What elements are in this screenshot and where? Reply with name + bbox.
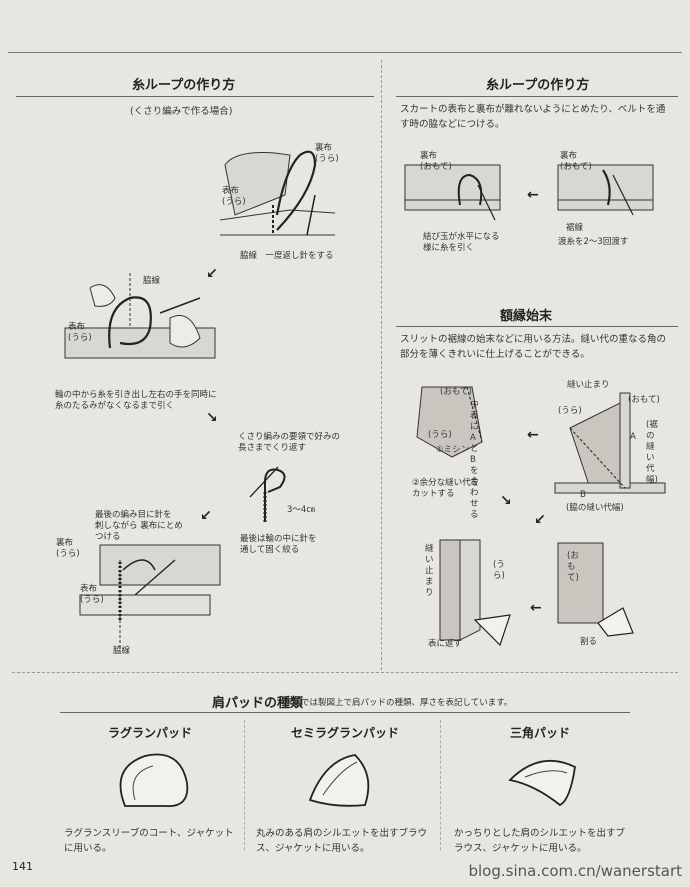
loop-knot-label: 結び玉が水平になる 様に糸を引く <box>423 232 500 253</box>
arrow-gaku2: ↘ <box>500 493 512 509</box>
gaku-nuidomari1-label: 縫い止まり <box>567 380 610 390</box>
step2-description: 輪の中から糸を引き出し左右の手を同時に 糸のたるみがなくなるまで引く <box>55 390 217 411</box>
right-mid-description: スリットの裾線の始末などに用いる方法。縫い代の重なる角の部分を薄くきれいに仕上げ… <box>400 334 667 360</box>
arrow-gaku3: ↙ <box>534 512 546 528</box>
step1-illustration <box>219 150 336 236</box>
arrow-step1: ↙ <box>206 266 218 282</box>
pad-desc-triangle: かっちりとした肩のシルエットを出すブラウス、ジャケットに用いる。 <box>454 828 626 854</box>
step1-omotefu-label: 表布 (うら) <box>222 186 246 207</box>
semi-raglan-pad-illustration <box>308 754 370 807</box>
top-rule <box>8 52 682 53</box>
left-title-underline <box>16 96 374 97</box>
loop-left-urafu-label: 裏布 (おもて) <box>420 151 452 172</box>
right-top-underline <box>396 96 678 97</box>
raglan-pad-illustration <box>119 753 189 807</box>
gaku-A-label: A <box>630 432 636 442</box>
right-mid-title: 額縁始末 <box>500 309 553 324</box>
gaku-ura2-label: (うら) <box>558 406 582 416</box>
right-top-description: スカートの表布と裏布が離れないようにとめたり、ベルトを通す時の脇などにつける。 <box>400 104 666 130</box>
page-number: 141 <box>12 860 33 873</box>
arrow-gaku4: ← <box>530 600 542 616</box>
pad-separator-1 <box>244 720 245 850</box>
loop-nagasi-label: 渡糸を2〜3回渡す <box>558 237 629 247</box>
arrow-right-top: ← <box>527 187 539 203</box>
arrow-step3: ↙ <box>200 508 212 524</box>
thread-loop-left-illustration <box>404 164 501 221</box>
pad-name-semi-raglan: セミラグランパッド <box>290 726 399 740</box>
gaku-ura1-label: (うら) <box>428 430 452 440</box>
gaku-mishin-label: ①ミシン <box>436 445 470 455</box>
bottom-note: 本誌では製図上で肩パッドの種類、厚さを表記しています。 <box>284 698 513 708</box>
gakubuchi-step4-illustration <box>557 542 634 637</box>
loop-susoline-label: 裾線 <box>566 223 584 233</box>
gaku-waru-label: 割る <box>580 637 598 647</box>
step4-omotefu-label: 表布 (うら) <box>80 584 104 605</box>
arrow-gaku1: ← <box>527 427 539 443</box>
section-divider <box>12 672 678 673</box>
pad-separator-2 <box>440 720 441 850</box>
arrow-step2: ↘ <box>206 410 218 426</box>
step1-urafu-label: 裏布 (うら) <box>315 143 339 164</box>
gaku-omote2-label: (おもて) <box>628 395 660 405</box>
gaku-cut-label: ②余分な縫い代を カットする <box>412 478 480 499</box>
gaku-omote1-label: (おもて) <box>440 387 472 397</box>
gaku-susonui-label: (裾の縫い代幅) <box>646 420 658 485</box>
right-mid-underline <box>396 326 678 327</box>
gaku-ura3-label: (うら) <box>493 560 505 581</box>
step4-illustration <box>79 544 221 650</box>
gaku-B-label: B <box>580 490 586 500</box>
pad-desc-semi-raglan: 丸みのある肩のシルエットを出すブラウス、ジャケットに用いる。 <box>256 828 428 854</box>
loop-right-urafu-label: 裏布 (おもて) <box>560 151 592 172</box>
step3-illustration <box>249 466 286 524</box>
step2-wakisen-label: 脇線 <box>143 276 161 286</box>
step4-description: 最後の編み目に針を 刺しながら 裏布にとめ つける <box>95 510 183 542</box>
step2-illustration <box>64 273 216 359</box>
column-divider <box>381 60 382 670</box>
step2-omotefu-label: 表布 (うら) <box>68 322 92 343</box>
gaku-nuidomari2-label: 縫い 止まり <box>425 544 434 598</box>
gaku-wakinui-label: (脇の縫い代幅) <box>566 503 624 513</box>
watermark: blog.sina.com.cn/wanerstart <box>468 862 682 880</box>
step4-urafu-label: 裏布 (うら) <box>56 538 80 559</box>
step1-wakisen-label: 脇線 一度返し針をする <box>240 251 334 261</box>
step3-size-label: 3〜4㎝ <box>287 505 315 515</box>
bottom-title: 肩パッドの種類 <box>212 696 304 711</box>
right-top-title: 糸ループの作り方 <box>486 78 590 93</box>
triangle-pad-illustration <box>508 759 576 807</box>
gaku-align-label: 中表にAとBを 合わせる <box>470 400 479 520</box>
gakubuchi-step3-illustration <box>439 539 511 647</box>
left-section-title: 糸ループの作り方 <box>132 78 236 93</box>
pad-name-raglan: ラグランパッド <box>107 726 192 740</box>
bottom-underline <box>60 712 630 713</box>
gaku-omote3-label: (おもて) <box>567 551 579 583</box>
pad-name-triangle: 三角パッド <box>509 726 570 740</box>
step3-end-label: 最後は輪の中に針を 通して固く絞る <box>240 534 317 555</box>
gakubuchi-step1-illustration <box>416 386 483 458</box>
gaku-omoteni-label: 表に返す <box>428 639 463 649</box>
step4-wakisen-label: 脇線 <box>113 646 131 656</box>
step3-description: くさり編みの要領で好みの 長さまでくり返す <box>238 432 341 453</box>
pad-desc-raglan: ラグランスリーブのコート、ジャケットに用いる。 <box>64 828 234 854</box>
thread-loop-right-illustration <box>557 164 654 216</box>
gakubuchi-step2-illustration <box>554 392 666 494</box>
left-subtitle: (くさり編みで作る場合) <box>130 106 233 117</box>
